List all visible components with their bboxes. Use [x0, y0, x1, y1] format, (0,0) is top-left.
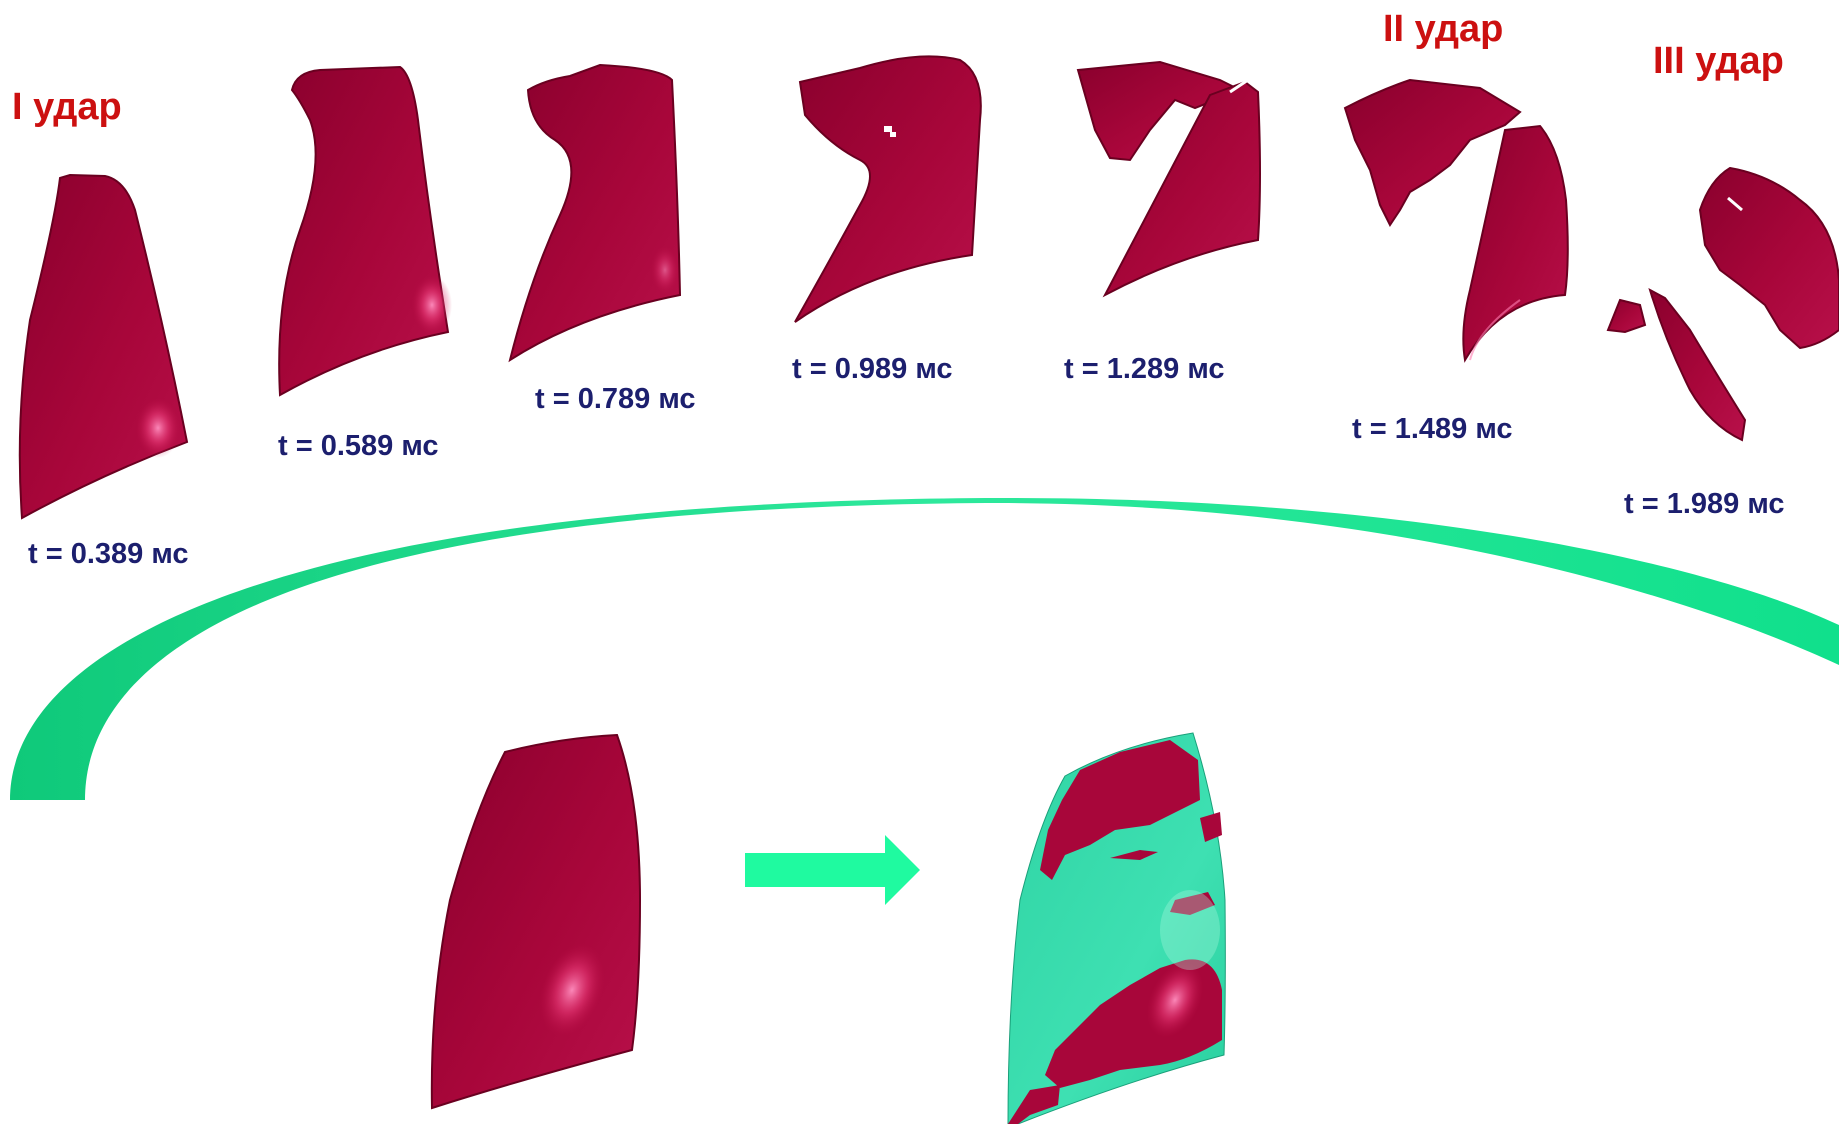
- blade-frame-1: [20, 175, 187, 518]
- blade-damaged: [1008, 733, 1225, 1124]
- time-label-3: t = 0.789 мс: [535, 383, 696, 416]
- impact-label-1: I удар: [12, 86, 122, 129]
- blade-frame-2: [279, 67, 452, 395]
- blade-frame-3: [510, 65, 680, 360]
- time-label-5: t = 1.289 мс: [1064, 353, 1225, 386]
- right-arrow-icon: [745, 835, 920, 905]
- impact-label-2: II удар: [1383, 8, 1503, 51]
- blade-initial: [432, 735, 640, 1108]
- time-label-6: t = 1.489 мс: [1352, 413, 1513, 446]
- time-label-1: t = 0.389 мс: [28, 538, 189, 571]
- blade-frame-5: [1078, 62, 1260, 295]
- blade-frame-4: [795, 56, 981, 322]
- time-label-7: t = 1.989 мс: [1624, 488, 1785, 521]
- curved-arrow-icon: [10, 498, 1839, 800]
- time-label-4: t = 0.989 мс: [792, 353, 953, 386]
- impact-label-3: III удар: [1653, 40, 1784, 83]
- time-label-2: t = 0.589 мс: [278, 430, 439, 463]
- blade-frame-7: [1608, 168, 1839, 440]
- blade-frame-6: [1345, 80, 1568, 360]
